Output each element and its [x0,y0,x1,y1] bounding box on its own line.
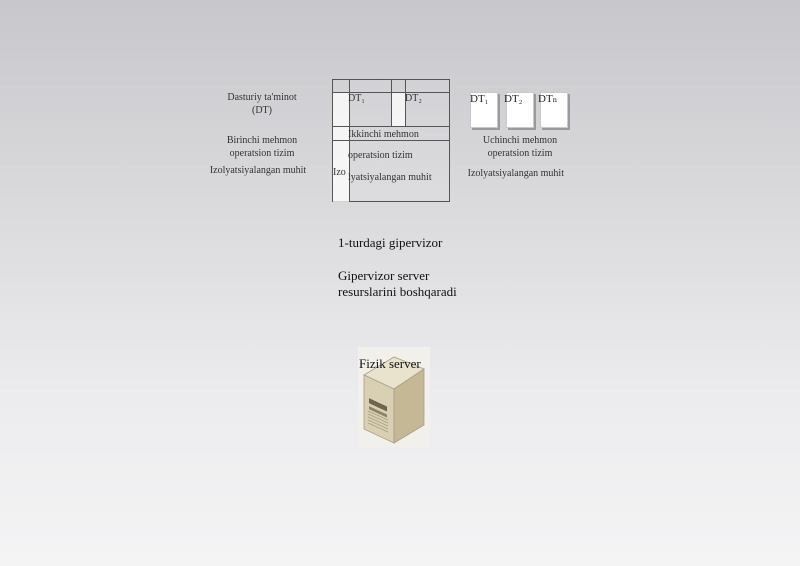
software-label-line2: (DT) [252,105,272,116]
first-isolated-env-label: Izolyatsiyalangan muhit [209,165,307,176]
first-guest-os-line1: Birinchi mehmon [226,135,298,146]
hypervisor-desc-line1: Gipervizor server [338,268,430,283]
hypervisor-title: 1-turdagi gipervizor [338,235,443,250]
software-label-line1: Dasturiy ta'minot [227,92,297,103]
software-label: Dasturiy ta'minot (DT) [212,91,312,117]
third-guest-os-line2: operatsion tizim [487,148,553,159]
vm-left-column [333,92,349,202]
first-guest-os-line2: operatsion tizim [229,148,295,159]
third-isolated-env-label: Izolyatsiyalangan muhit [468,168,564,179]
physical-server-label: Fizik server [359,356,421,371]
physical-server-icon [358,347,430,447]
second-isolated-prefix: Izo [333,167,346,178]
vm-mid-divider-a [391,80,392,126]
third-vm-dt-card-1 [470,92,498,128]
third-vm-dt-card-2 [506,92,534,128]
third-guest-os-label: Uchinchi mehmon operatsion tizim [470,134,570,160]
vm-mid-column [391,92,405,126]
first-guest-os-label: Birinchi mehmon operatsion tizim [212,134,312,160]
vm-mid-divider-b [405,80,406,126]
third-isolated-env-text: Izolyatsiyalangan muhit [468,168,564,179]
third-vm-dt-card-n [540,92,568,128]
third-vm-dtn: DTₙ [538,93,558,105]
second-guest-os-line2: operatsion tizim [348,150,413,161]
vm-left-divider [349,80,350,202]
vm-os-divider [333,140,449,141]
second-vm-dt1: DT₁ [348,93,365,104]
vm-app-divider [333,126,449,127]
second-guest-os-line1: Ikkinchi mehmon [348,129,419,140]
hypervisor-description: Gipervizor server resurslarini boshqarad… [338,268,457,300]
second-isolated-env-label: lyatsiyalangan muhit [348,172,432,183]
third-vm-dt2: DT₂ [504,93,523,105]
hypervisor-desc-line2: resurslarini boshqaradi [338,284,457,299]
second-vm-box [332,79,450,202]
second-vm-dt2: DT₂ [405,93,422,104]
third-guest-os-line1: Uchinchi mehmon [482,135,558,146]
third-vm-dt1: DT₁ [470,93,489,105]
